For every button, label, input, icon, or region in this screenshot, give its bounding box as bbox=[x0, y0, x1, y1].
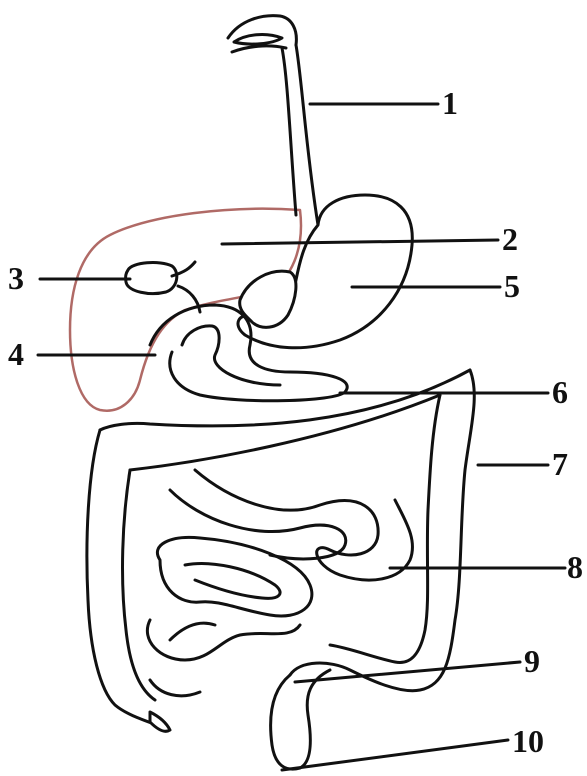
ascending-colon-inner bbox=[123, 470, 155, 700]
rectum bbox=[271, 670, 330, 769]
label-1: 1 bbox=[442, 85, 458, 121]
gallbladder bbox=[126, 263, 177, 294]
appendix bbox=[150, 712, 170, 731]
tongue bbox=[234, 35, 282, 45]
label-6: 6 bbox=[552, 374, 568, 410]
mouth-lower bbox=[232, 46, 286, 52]
label-3: 3 bbox=[8, 260, 24, 296]
small-intestine-loop-d bbox=[185, 564, 280, 599]
transverse-colon-bottom bbox=[130, 395, 440, 470]
label-2: 2 bbox=[502, 221, 518, 257]
esophagus-left bbox=[282, 48, 296, 215]
label-8: 8 bbox=[567, 549, 583, 585]
label-10: 10 bbox=[512, 723, 544, 759]
label-4: 4 bbox=[8, 336, 24, 372]
label-5: 5 bbox=[504, 268, 520, 304]
leader-10 bbox=[282, 740, 508, 770]
colon-inner bbox=[330, 395, 440, 663]
esophagus-right bbox=[296, 45, 318, 225]
small-intestine-loop-c bbox=[157, 537, 312, 616]
label-7: 7 bbox=[552, 446, 568, 482]
label-9: 9 bbox=[524, 643, 540, 679]
